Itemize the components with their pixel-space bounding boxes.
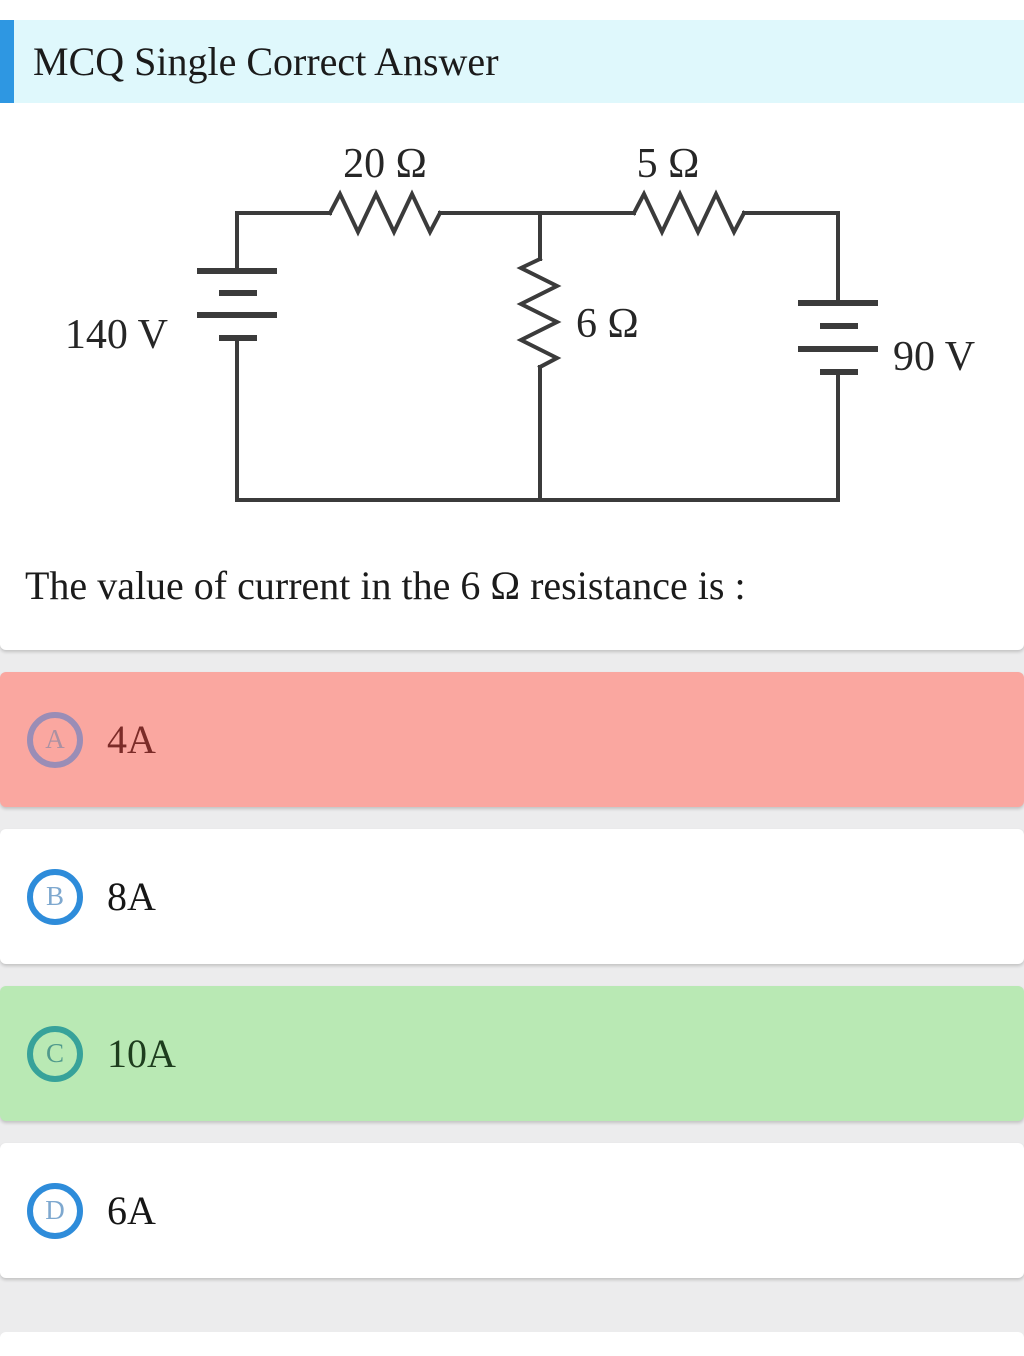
resistor-6ohm-label: 6 Ω — [576, 301, 639, 347]
question-type-header: MCQ Single Correct Answer — [0, 20, 1024, 103]
option-c-label: 10A — [107, 1031, 176, 1076]
battery-140v-icon — [197, 268, 277, 341]
option-a-badge: A — [27, 711, 83, 768]
resistor-5ohm — [631, 189, 747, 237]
option-d-label: 6A — [107, 1188, 156, 1233]
option-a-label: 4A — [107, 717, 156, 762]
option-d[interactable]: D 6A — [0, 1143, 1024, 1278]
option-d-badge: D — [27, 1182, 83, 1239]
page-title: MCQ Single Correct Answer — [33, 39, 499, 84]
circuit-svg: 20 Ω 5 Ω 6 Ω 140 V 90 V — [65, 141, 975, 502]
battery-90v-label: 90 V — [893, 334, 975, 380]
resistor-20ohm — [327, 189, 443, 237]
resistor-20ohm-label: 20 Ω — [343, 141, 427, 187]
option-c-badge: C — [27, 1025, 83, 1082]
option-b-label: 8A — [107, 874, 156, 919]
question-card: MCQ Single Correct Answer — [0, 0, 1024, 650]
resistor-5ohm-label: 5 Ω — [637, 141, 700, 187]
option-a[interactable]: A 4A — [0, 672, 1024, 807]
circuit-diagram: 20 Ω 5 Ω 6 Ω 140 V 90 V — [0, 115, 1024, 545]
resistor-6ohm — [516, 256, 562, 370]
option-b-badge: B — [27, 868, 83, 925]
battery-90v-icon — [798, 300, 878, 375]
header-accent-bar — [0, 20, 14, 103]
option-c[interactable]: C 10A — [0, 986, 1024, 1121]
battery-140v-label: 140 V — [65, 312, 168, 358]
question-text: The value of current in the 6 Ω resistan… — [25, 563, 746, 608]
next-question-card-peek — [0, 1332, 1024, 1356]
option-b[interactable]: B 8A — [0, 829, 1024, 964]
